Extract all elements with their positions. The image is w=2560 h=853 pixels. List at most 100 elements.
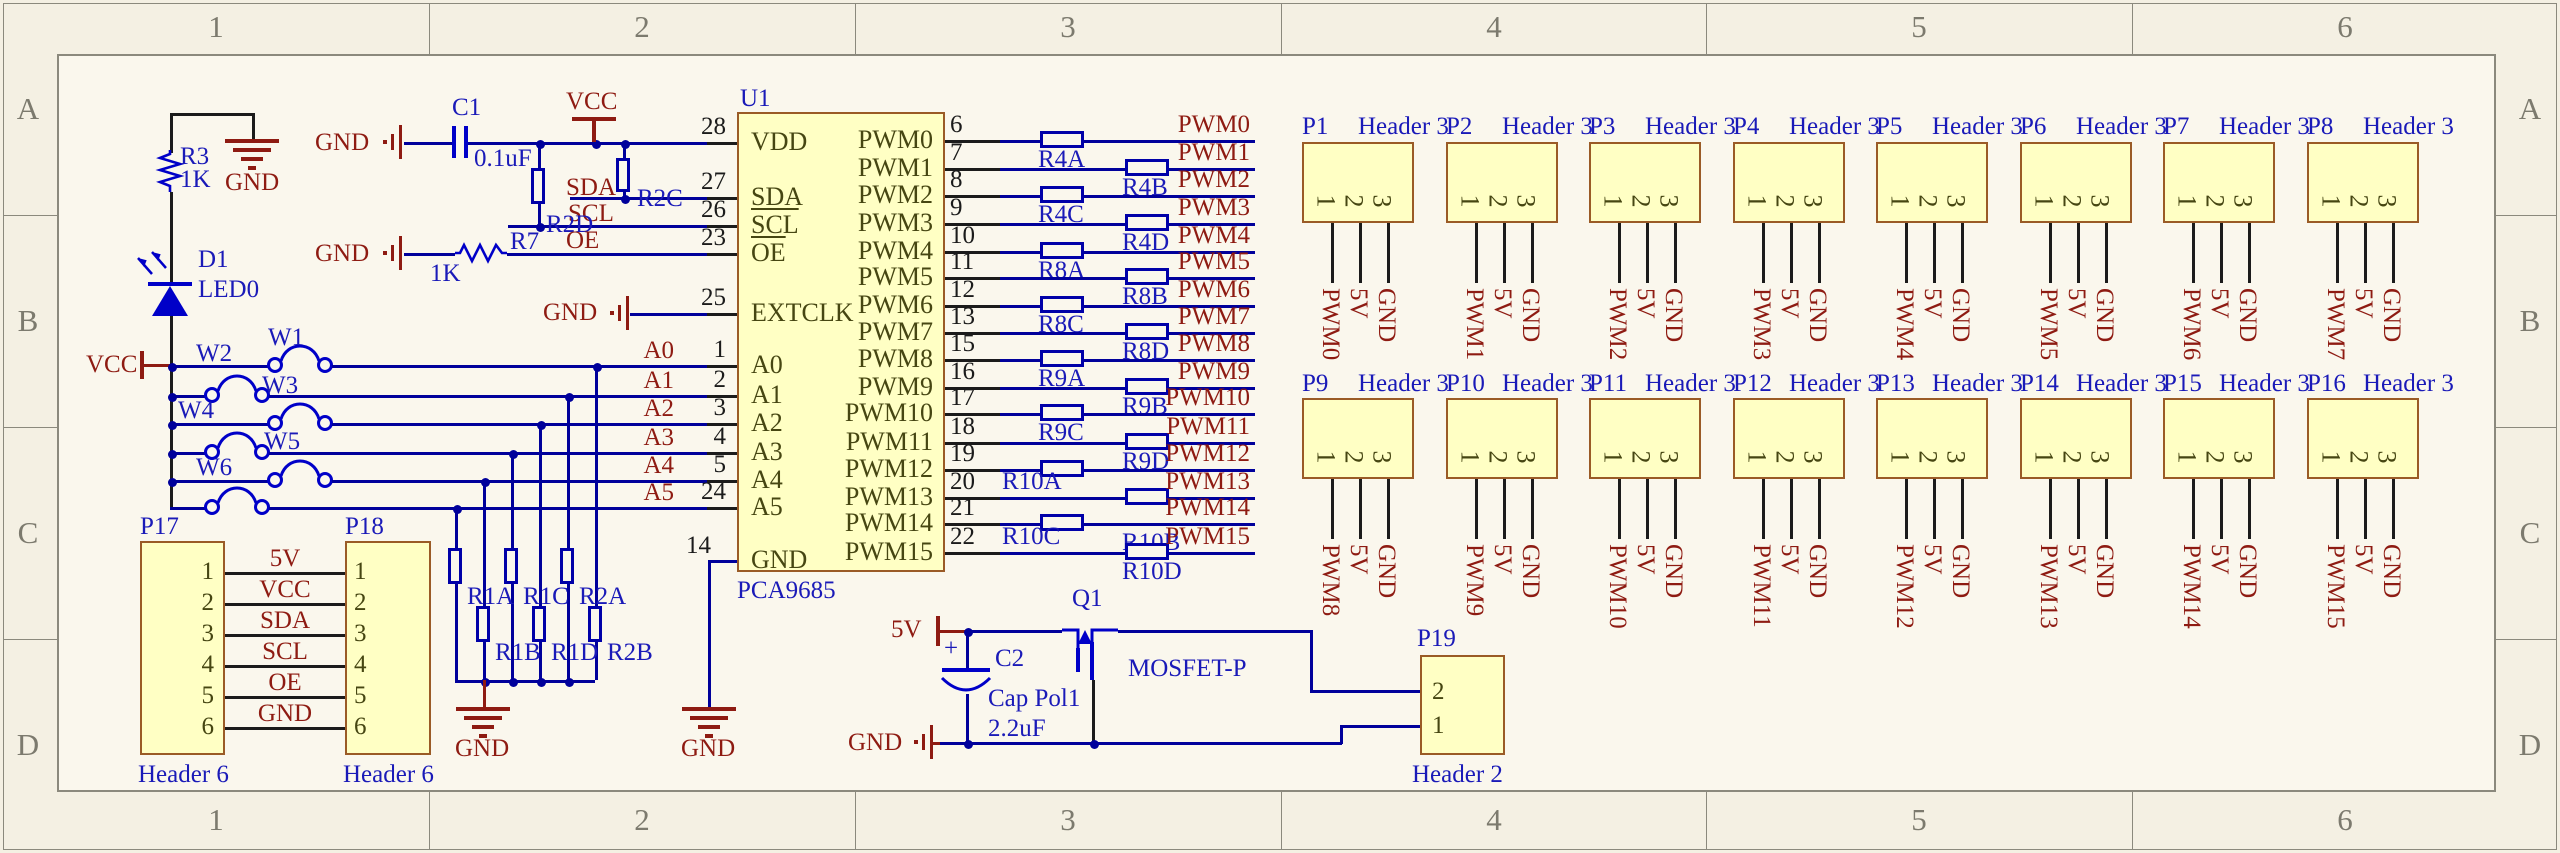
wire (966, 630, 969, 668)
pwm-net-label: PWM6 (1177, 276, 1250, 303)
header-pin-number: 1 (1432, 712, 1445, 739)
label: R1D (551, 639, 599, 666)
header-net-label: 5V (1919, 288, 1946, 319)
zone-col-label: 4 (1486, 802, 1502, 837)
io-net-label: 5V (269, 545, 301, 572)
wire (332, 365, 737, 368)
label: R1A (467, 583, 515, 610)
pwm-net-label: PWM8 (1177, 330, 1250, 357)
wire (707, 452, 737, 455)
resistor-body (531, 168, 545, 204)
chip-pin-name: SCL (751, 210, 799, 239)
header-net-label: PWM13 (2035, 544, 2062, 629)
pwm-net-label: PWM0 (1177, 111, 1250, 138)
zone-tick (2494, 215, 2557, 216)
header-3pin-body (2307, 142, 2419, 223)
zone-tick (1706, 3, 1707, 54)
jumper-label: W1 (268, 324, 305, 351)
chip-u1-body (737, 112, 945, 572)
wire (708, 560, 711, 707)
wire (1933, 479, 1936, 539)
chip-pin-name: PWM15 (844, 537, 933, 566)
wire (945, 223, 1000, 226)
wire (538, 144, 541, 168)
header-net-label: 5V (1776, 544, 1803, 575)
wire (945, 387, 1000, 390)
label: Cap Pol1 (988, 685, 1081, 712)
header-pin-number: 6 (354, 713, 367, 740)
header-net-label: 5V (2206, 544, 2233, 575)
wire (595, 365, 598, 606)
header-type-label: Header 3 (2363, 113, 2454, 140)
chip-pin-number: 3 (713, 394, 727, 421)
pwm-net-label: PWM2 (1177, 166, 1250, 193)
header-pin-number: 2 (2200, 450, 2230, 464)
chip-pin-name: A0 (751, 350, 783, 379)
wire (225, 634, 345, 637)
resistor-array-body (1125, 543, 1169, 560)
wire (508, 225, 737, 228)
chip-pin-name: PWM3 (857, 208, 933, 237)
wire (2077, 223, 2080, 283)
wire (966, 630, 1062, 633)
header-net-label: GND (1517, 288, 1544, 343)
chip-pin-name: PWM11 (845, 427, 933, 456)
header-net-label: GND (1517, 544, 1544, 599)
chip-designator: U1 (740, 85, 771, 112)
header-pin-number: 2 (1432, 678, 1445, 705)
header-net-label: GND (1804, 544, 1831, 599)
resistor-array-body (1125, 159, 1169, 176)
wire (707, 313, 737, 316)
header-net-label: PWM0 (1317, 288, 1344, 361)
zone-tick (2132, 790, 2133, 850)
earth-ground-icon (241, 157, 263, 161)
addr-net-label: A0 (643, 337, 674, 364)
wire (1646, 479, 1649, 539)
header-net-label: PWM12 (1891, 544, 1918, 629)
header-net-label: GND (1804, 288, 1831, 343)
wire (332, 423, 737, 426)
header-net-label: PWM6 (2178, 288, 2205, 361)
gnd-net-label: GND (455, 735, 510, 762)
header-net-label: GND (1660, 288, 1687, 343)
header-net-label: PWM15 (2322, 544, 2349, 629)
pwm-net-label: PWM12 (1165, 440, 1250, 467)
wire (707, 225, 737, 228)
gnd-net-label: GND (225, 169, 280, 196)
power-ground-icon (922, 734, 925, 750)
header-pin-number: 3 (201, 620, 215, 647)
wire (2248, 223, 2251, 283)
wire (170, 113, 173, 153)
wire (707, 507, 737, 510)
wire (170, 480, 268, 483)
header-designator: P1 (1302, 113, 1329, 140)
header-3pin-body (1589, 142, 1701, 223)
wire (1503, 223, 1506, 283)
wire (511, 452, 514, 548)
header-pin-number: 2 (1339, 450, 1369, 464)
chip-pin-name: PWM2 (857, 180, 933, 209)
junction-dot (168, 478, 177, 487)
chip-pin-name: PWM8 (857, 344, 933, 373)
wire (945, 140, 1000, 143)
wire (2192, 479, 2195, 539)
header-pin-number: 2 (2344, 450, 2374, 464)
wire (225, 572, 345, 575)
zone-row-label: A (16, 91, 40, 126)
addr-net-label: A2 (643, 395, 674, 422)
chip-pin-number: 20 (950, 468, 975, 495)
chip-pin-number: 28 (701, 113, 726, 140)
wire (945, 523, 1000, 526)
earth-ground-icon (233, 148, 271, 152)
header-pin-number: 3 (1654, 194, 1684, 208)
chip-pin-name: PWM6 (857, 290, 933, 319)
wire (1961, 479, 1964, 539)
chip-pin-number: 11 (950, 248, 975, 275)
header-net-label: GND (1947, 288, 1974, 343)
header-p18-body (345, 541, 431, 755)
io-net-label: OE (268, 669, 302, 696)
header-pin-number: 3 (2228, 450, 2258, 464)
header-3pin-body (2020, 142, 2132, 223)
header-type-label: Header 6 (138, 761, 229, 788)
